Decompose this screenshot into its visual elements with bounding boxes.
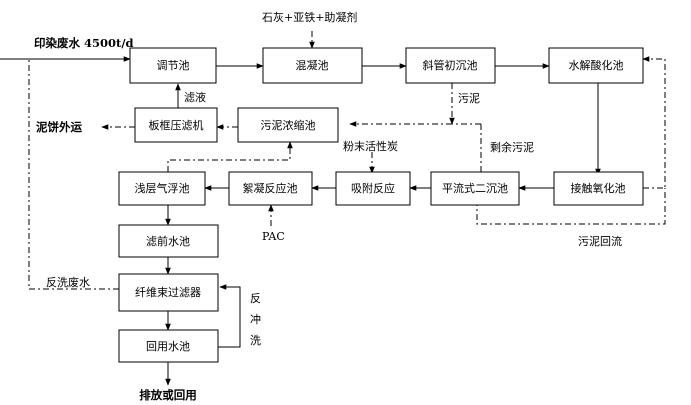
- aux-flow-lines: [28, 31, 666, 290]
- box-regulating-tank: 调节池: [129, 47, 217, 84]
- box-filter-press: 板框压滤机: [134, 107, 218, 143]
- svg-text:纤维束过滤器: 纤维束过滤器: [135, 286, 201, 299]
- label-backwash-water: 反洗废水: [46, 275, 90, 289]
- label-backwash-char-1: 反: [250, 292, 261, 305]
- svg-text:絮凝反应池: 絮凝反应池: [243, 181, 298, 195]
- box-flocculation-reactor: 絮凝反应池: [228, 171, 313, 206]
- label-sludge-cake-out: 泥饼外运: [36, 120, 82, 134]
- label-sludge-return: 污泥回流: [578, 234, 622, 248]
- box-reuse-tank: 回用水池: [118, 329, 219, 363]
- label-powder-carbon: 粉末活性炭: [343, 139, 398, 153]
- svg-text:回用水池: 回用水池: [146, 340, 190, 353]
- svg-text:平流式二沉池: 平流式二沉池: [442, 181, 508, 195]
- box-hydrolysis-tank: 水解酸化池: [548, 47, 644, 84]
- svg-text:浅层气浮池: 浅层气浮池: [135, 181, 190, 195]
- svg-text:吸附反应: 吸附反应: [351, 181, 395, 195]
- box-advection-clarifier: 平流式二沉池: [430, 171, 520, 206]
- box-inclined-tube-settler: 斜管初沉池: [405, 47, 496, 84]
- label-chemical-dosing: 石灰+亚铁+助凝剂: [262, 10, 357, 24]
- label-excess-sludge: 剩余污泥: [490, 140, 534, 154]
- svg-text:水解酸化池: 水解酸化池: [569, 58, 624, 72]
- label-sludge: 污泥: [458, 92, 480, 105]
- svg-text:斜管初沉池: 斜管初沉池: [423, 58, 478, 72]
- svg-text:污泥浓缩池: 污泥浓缩池: [261, 119, 316, 132]
- svg-text:调节池: 调节池: [157, 59, 190, 72]
- box-fiber-bundle-filter: 纤维束过滤器: [118, 273, 219, 312]
- label-discharge-reuse: 排放或回用: [139, 388, 197, 402]
- svg-text:混凝池: 混凝池: [296, 58, 329, 72]
- box-coagulation-tank: 混凝池: [262, 47, 363, 84]
- label-filtrate: 滤液: [184, 90, 206, 104]
- box-shallow-air-flotation: 浅层气浮池: [118, 171, 206, 206]
- box-contact-oxidation-tank: 接触氧化池: [553, 171, 644, 206]
- svg-text:滤前水池: 滤前水池: [146, 234, 190, 248]
- main-flow-lines: [0, 56, 601, 386]
- label-backwash-char-3: 洗: [250, 334, 261, 347]
- box-prefilter-tank: 滤前水池: [118, 224, 219, 258]
- box-adsorption-reactor: 吸附反应: [335, 171, 411, 206]
- label-backwash-char-2: 冲: [250, 312, 261, 326]
- box-sludge-thickener: 污泥浓缩池: [237, 107, 339, 143]
- label-wastewater-inflow: 印染废水 4500t/d: [34, 36, 134, 50]
- svg-text:接触氧化池: 接触氧化池: [571, 181, 626, 195]
- svg-text:板框压滤机: 板框压滤机: [149, 118, 204, 132]
- label-pac: PAC: [262, 230, 285, 243]
